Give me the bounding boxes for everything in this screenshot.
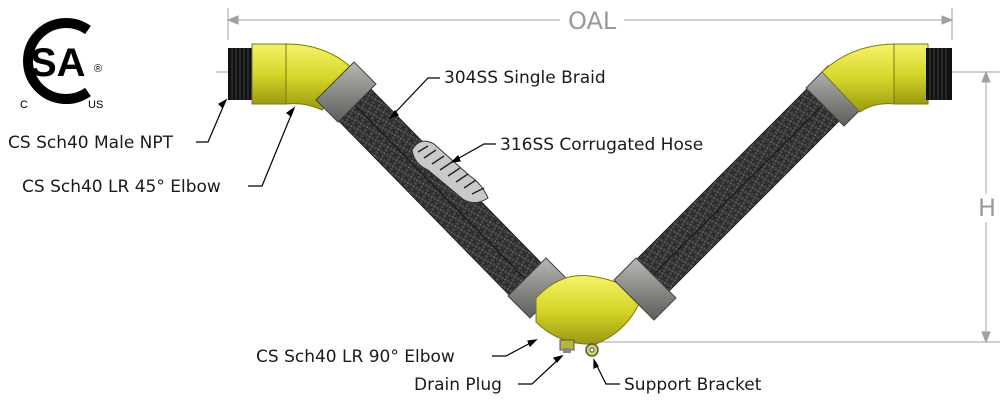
left-male-npt-nipple bbox=[228, 43, 287, 105]
height-label: H bbox=[978, 194, 996, 222]
corrugated-hose-cutaway bbox=[411, 140, 489, 204]
right-male-npt-nipple bbox=[893, 43, 952, 105]
registered-mark: ® bbox=[94, 63, 102, 75]
callout-support-bracket: Support Bracket bbox=[624, 375, 762, 395]
right-hose-leg bbox=[613, 65, 867, 321]
support-bracket bbox=[585, 343, 599, 357]
csa-right-letters: US bbox=[88, 99, 103, 111]
leader-lines bbox=[196, 77, 620, 385]
csa-logo: SA C US ® bbox=[20, 18, 103, 111]
callout-corrugated-hose: 316SS Corrugated Hose bbox=[500, 135, 703, 155]
callout-drain-plug: Drain Plug bbox=[414, 375, 502, 395]
csa-c-arc-icon bbox=[23, 18, 91, 104]
callout-male-npt: CS Sch40 Male NPT bbox=[8, 133, 174, 153]
left-upper-ferrule bbox=[315, 61, 377, 123]
oal-label: OAL bbox=[568, 7, 617, 35]
oal-dimension bbox=[226, 8, 954, 40]
callout-single-braid: 304SS Single Braid bbox=[444, 68, 606, 88]
callout-90-elbow: CS Sch40 LR 90° Elbow bbox=[256, 347, 455, 367]
csa-mark-text: SA bbox=[30, 41, 86, 85]
right-lower-ferrule bbox=[613, 257, 677, 321]
height-dimension bbox=[216, 70, 1000, 344]
corrugation-lines bbox=[417, 145, 485, 195]
callout-45-elbow: CS Sch40 LR 45° Elbow bbox=[22, 177, 221, 197]
left-hose-leg bbox=[315, 61, 569, 319]
csa-left-letter: C bbox=[20, 99, 28, 111]
drain-plug bbox=[559, 339, 575, 353]
